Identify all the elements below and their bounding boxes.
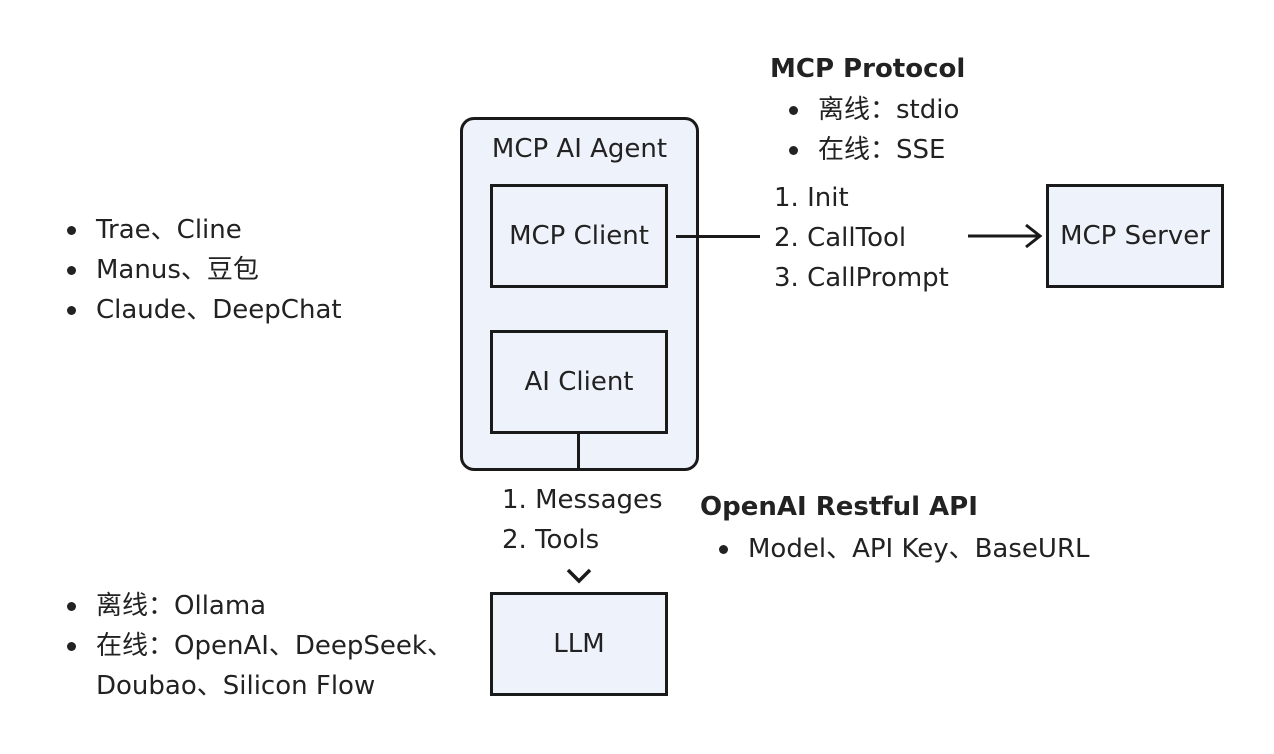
mcp-client-connector xyxy=(676,235,760,238)
llm-arrow-icon xyxy=(566,568,592,584)
bullet-icon xyxy=(67,642,76,651)
list-item: 离线：Ollama xyxy=(64,586,453,626)
list-item-continuation: Doubao、Silicon Flow xyxy=(96,671,376,701)
mcp-protocol-list: 离线：stdio 在线：SSE xyxy=(786,90,959,170)
mcp-client-box: MCP Client xyxy=(490,184,668,288)
mcp-protocol-heading: MCP Protocol xyxy=(770,54,966,84)
llm-box: LLM xyxy=(490,592,668,696)
llm-steps-list: 1. Messages 2. Tools xyxy=(502,480,663,560)
agent-title: MCP AI Agent xyxy=(491,134,668,164)
openai-api-heading: OpenAI Restful API xyxy=(700,492,978,522)
llm-providers-list: 离线：Ollama 在线：OpenAI、DeepSeek、 Doubao、Sil… xyxy=(64,586,453,706)
ai-client-box: AI Client xyxy=(490,330,668,434)
list-item: 离线：stdio xyxy=(786,90,959,130)
agent-llm-connector xyxy=(577,434,580,470)
mcp-server-box: MCP Server xyxy=(1046,184,1224,288)
llm-label: LLM xyxy=(553,629,605,659)
bullet-icon xyxy=(67,602,76,611)
bullet-icon xyxy=(789,106,798,115)
mcp-server-label: MCP Server xyxy=(1060,221,1210,251)
list-item: 在线：SSE xyxy=(786,130,959,170)
list-item: Claude、DeepChat xyxy=(64,290,342,330)
bullet-icon xyxy=(67,266,76,275)
bullet-icon xyxy=(67,306,76,315)
bullet-icon xyxy=(67,226,76,235)
list-item: 在线：OpenAI、DeepSeek、 xyxy=(64,626,453,666)
step-item: 2. CallTool xyxy=(774,223,907,253)
ai-client-label: AI Client xyxy=(524,367,634,397)
step-item: 1. Messages xyxy=(502,485,663,515)
mcp-client-label: MCP Client xyxy=(509,221,649,251)
mcp-server-arrow xyxy=(968,223,1043,249)
bullet-icon xyxy=(719,545,728,554)
bullet-icon xyxy=(789,146,798,155)
list-item: Trae、Cline xyxy=(64,210,342,250)
list-item: Model、API Key、BaseURL xyxy=(716,529,1090,569)
step-item: 2. Tools xyxy=(502,525,600,555)
client-apps-list: Trae、Cline Manus、豆包 Claude、DeepChat xyxy=(64,210,342,330)
openai-api-list: Model、API Key、BaseURL xyxy=(716,529,1090,569)
mcp-steps-list: 1. Init 2. CallTool 3. CallPrompt xyxy=(774,178,949,298)
step-item: 1. Init xyxy=(774,183,849,213)
list-item: Manus、豆包 xyxy=(64,250,342,290)
step-item: 3. CallPrompt xyxy=(774,263,949,293)
